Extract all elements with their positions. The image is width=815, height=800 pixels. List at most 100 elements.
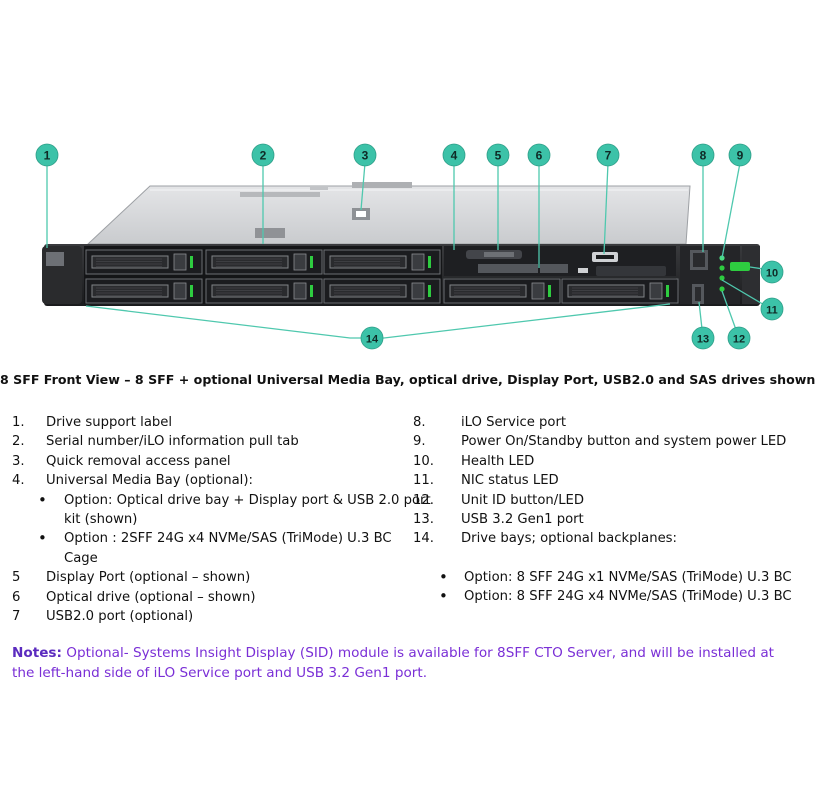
health-led-icon (719, 265, 725, 271)
drive-bay (85, 249, 203, 275)
chassis-lid (86, 182, 691, 245)
callout-label: 12 (733, 333, 745, 345)
legend-text: USB2.0 port (optional) (46, 608, 194, 624)
callout-label: 7 (605, 148, 612, 162)
callout-7: 7 (596, 143, 620, 167)
legend-item: • Option: 8 SFF 24G x4 NVMe/SAS (TriMode)… (413, 587, 793, 606)
legend-text: Serial number/iLO information pull tab (46, 434, 299, 450)
callout-label: 14 (366, 333, 379, 345)
legend-item: • Option: 8 SFF 24G x1 NVMe/SAS (TriMode)… (413, 568, 793, 587)
callout-9: 9 (728, 143, 752, 167)
callout-11: 11 (760, 297, 784, 321)
callout-label: 2 (260, 148, 267, 162)
legend-item: 14. Drive bays; optional backplanes: (413, 529, 793, 548)
drive-bay (443, 278, 561, 304)
drive-bay (323, 278, 441, 304)
callout-10: 10 (760, 260, 784, 284)
legend-text: Power On/Standby button and system power… (461, 434, 787, 450)
legend-item: 9.Power On/Standby button and system pow… (413, 432, 793, 451)
callout-label: 3 (362, 148, 369, 162)
callout-3: 3 (353, 143, 377, 167)
notes: Notes: Optional- Systems Insight Display… (12, 643, 792, 683)
legend-item: 11.NIC status LED (413, 471, 793, 490)
legend-text: Drive bays; optional backplanes: (461, 531, 677, 547)
callout-8: 8 (691, 143, 715, 167)
legend-item: 4. Universal Media Bay (optional): (12, 471, 407, 490)
drive-bays (85, 249, 679, 304)
legend-text: Display Port (optional – shown) (46, 570, 251, 586)
control-panel (690, 250, 750, 304)
legend-number: 4. (12, 473, 25, 489)
nic-led-icon (719, 275, 725, 281)
callout-label: 4 (451, 148, 458, 162)
legend-text: Option : 2SFF 24G x4 NVMe/SAS (TriMode) … (64, 531, 392, 547)
callout-label: 11 (766, 304, 778, 316)
legend-item: 3.Quick removal access panel (12, 452, 407, 471)
usb2-port-icon (578, 268, 588, 273)
legend-number: 14. (413, 531, 434, 547)
legend-number: 1. (12, 415, 25, 430)
callout-label: 6 (536, 148, 543, 162)
legend-item: Cage (12, 549, 407, 568)
callout-6: 6 (527, 143, 551, 167)
bullet-icon: • (38, 490, 47, 509)
legend-text: iLO Service port (461, 415, 567, 430)
drive-bay (85, 278, 203, 304)
legend-text: Health LED (461, 453, 535, 469)
legend-item: • Option : 2SFF 24G x4 NVMe/SAS (TriMode)… (12, 529, 407, 548)
callout-label: 5 (495, 148, 502, 162)
legend-right: 8. iLO Service port 9.Power On/Standby but… (413, 413, 793, 613)
drive-bay (561, 278, 679, 304)
callout-label: 1 (44, 148, 51, 162)
legend-number: 8. (413, 415, 426, 430)
legend-item: 2. Serial number/iLO information pull tab (12, 432, 407, 451)
bullet-icon: • (439, 587, 448, 606)
legend-text: kit (shown) (64, 511, 138, 527)
callout-label: 9 (737, 148, 744, 162)
legend-number: 6 (12, 589, 21, 605)
legend-item: 12.Unit ID button/LED (413, 491, 793, 510)
legend-number: 5 (12, 570, 21, 586)
notes-text: Optional- Systems Insight Display (SID) … (12, 645, 774, 681)
drive-bay (205, 249, 323, 275)
legend-item: 7 USB2.0 port (optional) (12, 607, 407, 626)
legend-number: 3. (12, 453, 25, 469)
bullet-icon: • (38, 529, 47, 548)
legend-item: kit (shown) (12, 510, 407, 529)
legend-text: Universal Media Bay (optional): (46, 473, 253, 489)
legend-text: Cage (64, 550, 98, 566)
legend-number: 13. (413, 511, 434, 527)
callout-label: 10 (766, 267, 778, 279)
bullet-icon: • (439, 567, 448, 586)
legend-item: 1. Drive support label (12, 413, 407, 432)
legend-text: USB 3.2 Gen1 port (461, 511, 584, 527)
drive-bay (205, 278, 323, 304)
callout-label: 8 (700, 148, 707, 162)
callout-5: 5 (486, 143, 510, 167)
legend-item: • Option: Optical drive bay + Display por… (12, 490, 431, 510)
power-button-icon (730, 262, 750, 271)
callout-label: 13 (697, 333, 709, 345)
legend-left: 1. Drive support label 2. Serial number/iLO… (12, 413, 431, 633)
legend-text: Drive support label (46, 415, 173, 430)
callout-12: 12 (727, 326, 751, 350)
legend-number: 10. (413, 453, 434, 469)
legend-item: 13. USB 3.2 Gen1 port (413, 510, 793, 529)
legend-number: 2. (12, 434, 25, 450)
legend-number: 12. (413, 492, 434, 508)
legend-text: Option: 8 SFF 24G x1 NVMe/SAS (TriMode) … (464, 569, 792, 585)
notes-label: Notes: (12, 645, 62, 661)
callout-2: 2 (251, 143, 275, 167)
callout-4: 4 (442, 143, 466, 167)
legend-text: Option: 8 SFF 24G x4 NVMe/SAS (TriMode) … (464, 589, 792, 605)
legend-text: Option: Optical drive bay + Display port… (64, 492, 431, 508)
legend-number: 11. (413, 473, 434, 489)
drive-bay (323, 249, 441, 275)
callout-1: 1 (35, 143, 59, 167)
optical-drive (596, 266, 666, 276)
universal-media-bay (466, 250, 666, 276)
legend-number: 7 (12, 608, 21, 624)
